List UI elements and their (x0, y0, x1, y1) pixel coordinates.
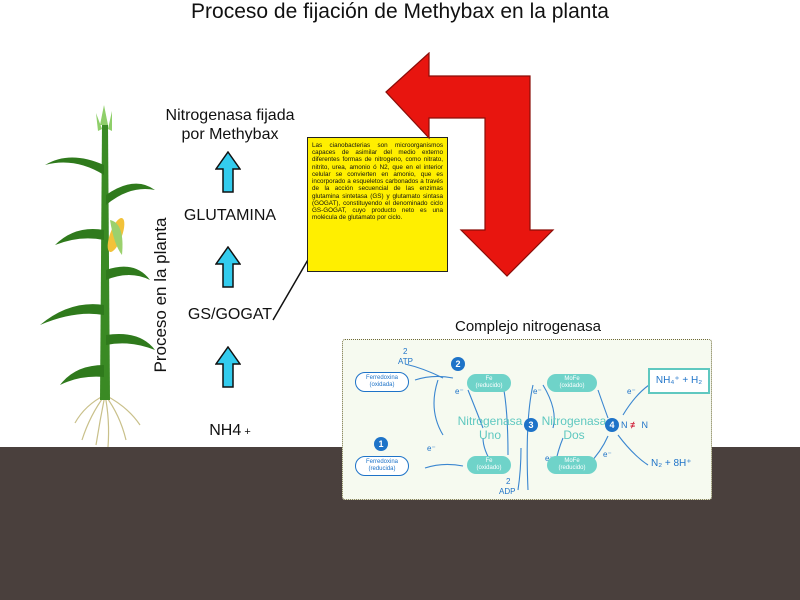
step-1-badge: 1 (374, 437, 388, 451)
note-box: Las cianobacterias son microorganismos c… (307, 137, 448, 272)
corn-plant-icon (40, 105, 155, 448)
electron-label: e⁻ (427, 444, 436, 453)
step-3-badge: 3 (524, 418, 538, 432)
up-arrow-icon (215, 151, 241, 193)
up-arrow-icon (215, 346, 241, 388)
step-4-badge: 4 (605, 418, 619, 432)
atp-count: 2 (403, 347, 408, 356)
glutamina-label: GLUTAMINA (183, 207, 277, 224)
products-box: NH₄⁺ + H₂ (648, 368, 710, 394)
up-arrow-icon (215, 246, 241, 288)
reactants-label: N₂ + 8H⁺ (651, 458, 692, 469)
electron-label: e⁻ (603, 450, 612, 459)
mofe-oxidado: MoFe(oxidado) (547, 374, 597, 392)
fe-oxidado: Fe(oxidado) (467, 456, 511, 474)
page-title: Proceso de fijación de Methybax en la pl… (191, 0, 609, 23)
adp-count: 2 (506, 477, 511, 486)
electron-label: e⁻ (627, 387, 636, 396)
electron-label: e⁻ (533, 387, 542, 396)
ferredoxina-oxidada: Ferredoxina(oxidada) (355, 372, 409, 392)
nitrogenasa-fijada-label: Nitrogenasa fijada por Methybax (165, 107, 295, 143)
atp-label: ATP (398, 357, 413, 366)
mofe-reducido: MoFe(reducido) (547, 456, 597, 474)
gs-gogat-label: GS/GOGAT (187, 306, 273, 323)
electron-label: e⁻ (455, 387, 464, 396)
nitrogenase-diagram: 2 ATP 2 Ferredoxina(oxidada) Fe(reducido… (342, 339, 712, 500)
step-2-badge: 2 (451, 357, 465, 371)
ferredoxina-reducida: Ferredoxina(reducida) (355, 456, 409, 476)
nitrogen-triple-bond: N ≢ N (621, 420, 649, 430)
bent-red-arrow-icon (385, 52, 555, 277)
adp-label: ADP (499, 487, 516, 496)
fe-reducido: Fe(reducido) (467, 374, 511, 392)
complex-label: Complejo nitrogenasa (455, 318, 601, 335)
nh4-label: NH4 + (209, 422, 251, 439)
